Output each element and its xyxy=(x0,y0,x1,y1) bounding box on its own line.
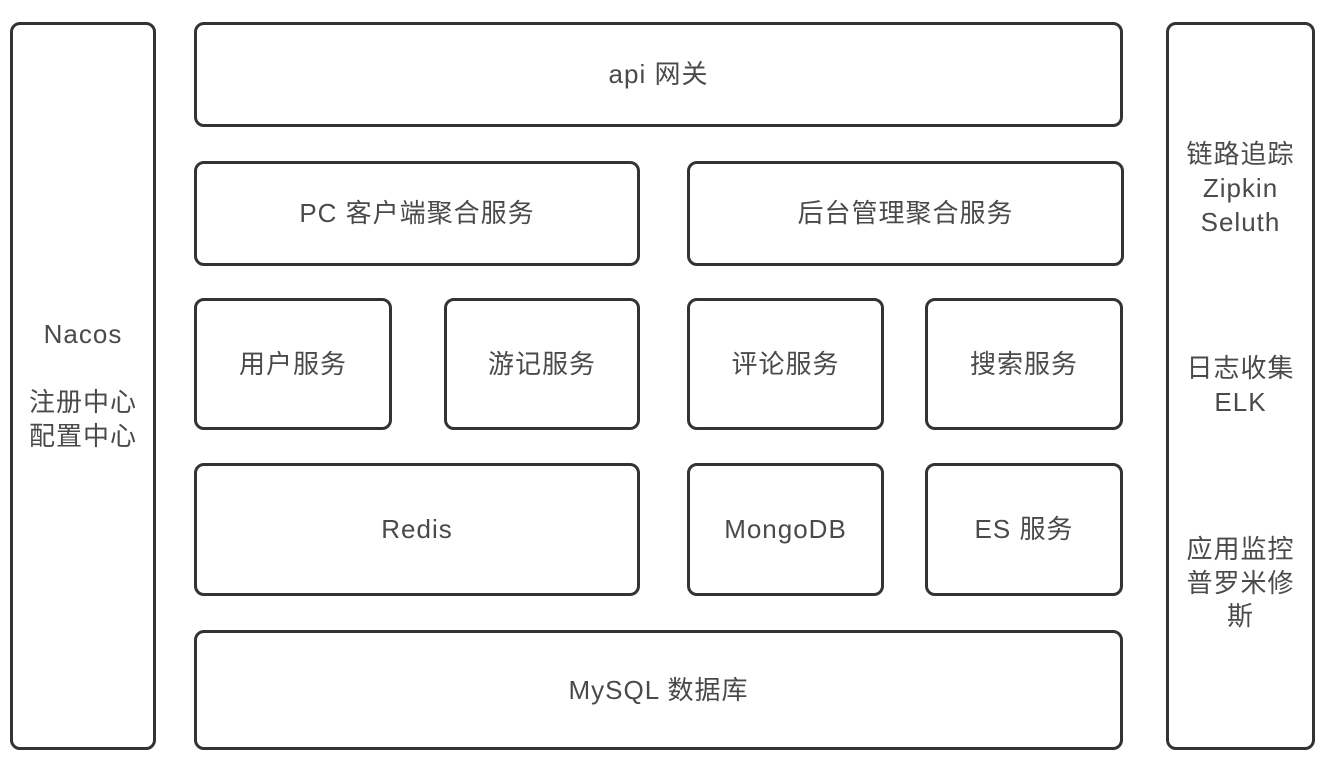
node-es-service: ES 服务 xyxy=(925,463,1123,596)
node-comment-service: 评论服务 xyxy=(687,298,884,430)
node-mysql-database: MySQL 数据库 xyxy=(194,630,1123,750)
node-admin-aggregation-service: 后台管理聚合服务 xyxy=(687,161,1124,266)
nacos-label: Nacos 注册中心 配置中心 xyxy=(28,319,137,451)
node-user-service: 用户服务 xyxy=(194,298,392,430)
es-service-label: ES 服务 xyxy=(974,514,1074,545)
user-service-label: 用户服务 xyxy=(238,348,347,379)
admin-aggregation-label: 后台管理聚合服务 xyxy=(797,198,1014,229)
node-search-service: 搜索服务 xyxy=(925,298,1123,430)
node-pc-client-aggregation-service: PC 客户端聚合服务 xyxy=(194,161,640,266)
mysql-label: MySQL 数据库 xyxy=(568,674,749,705)
node-nacos-registry: Nacos 注册中心 配置中心 xyxy=(10,22,156,750)
node-travel-note-service: 游记服务 xyxy=(444,298,640,430)
mongodb-label: MongoDB xyxy=(724,514,847,545)
travel-note-service-label: 游记服务 xyxy=(487,348,596,379)
link-tracing-label: 链路追踪 Zipkin Seluth xyxy=(1186,138,1295,237)
node-api-gateway: api 网关 xyxy=(194,22,1123,127)
api-gateway-label: api 网关 xyxy=(608,59,709,90)
node-mongodb: MongoDB xyxy=(687,463,884,596)
app-monitoring-label: 应用监控 普罗米修 斯 xyxy=(1186,533,1295,632)
node-redis: Redis xyxy=(194,463,640,596)
log-collection-label: 日志收集 ELK xyxy=(1186,353,1295,417)
comment-service-label: 评论服务 xyxy=(731,348,840,379)
node-observability-pillar: 链路追踪 Zipkin Seluth 日志收集 ELK 应用监控 普罗米修 斯 xyxy=(1166,22,1315,750)
search-service-label: 搜索服务 xyxy=(969,348,1078,379)
redis-label: Redis xyxy=(381,514,453,545)
pc-client-aggregation-label: PC 客户端聚合服务 xyxy=(299,198,535,229)
